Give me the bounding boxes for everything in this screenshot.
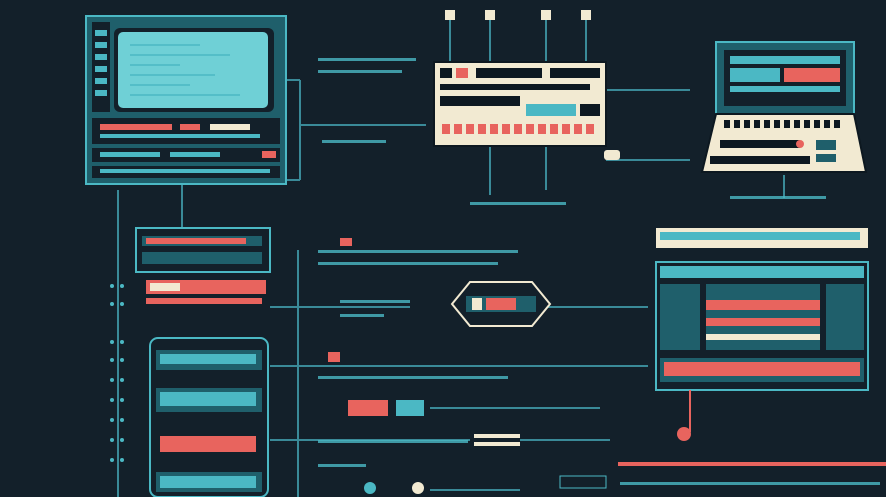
monitor-console xyxy=(655,228,869,441)
network-switch-hexagon xyxy=(450,281,552,327)
glyph-rows xyxy=(318,58,880,485)
crt-computer-terminal xyxy=(85,15,287,185)
control-panel-module xyxy=(433,10,620,160)
server-tower xyxy=(149,337,269,497)
indicator-blocks xyxy=(328,238,886,494)
rack-unit-stack xyxy=(135,227,271,304)
left-status-dots xyxy=(110,284,124,462)
crt-screen xyxy=(118,32,268,108)
laptop-terminal xyxy=(700,41,868,173)
